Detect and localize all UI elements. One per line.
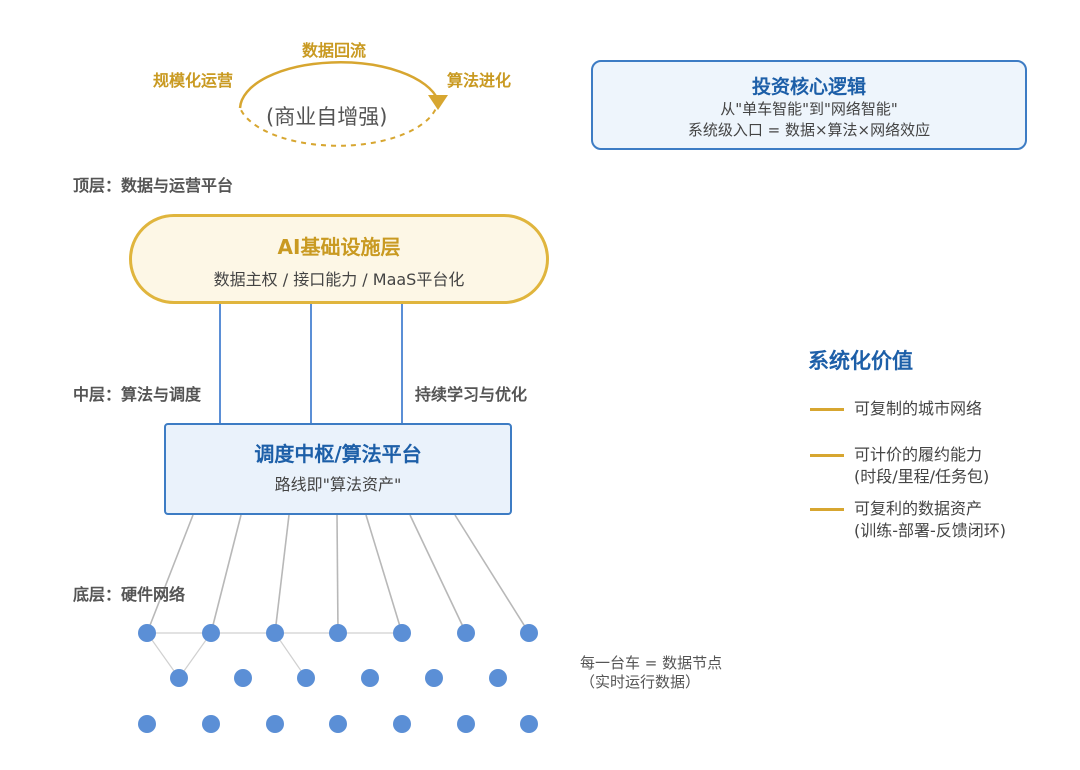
vehicle-node	[361, 669, 379, 687]
vehicle-node	[297, 669, 315, 687]
cycle-loop	[238, 61, 448, 147]
ai-layer-title: AI基础设施层	[277, 235, 401, 259]
mesh-line	[178, 632, 212, 679]
value-item: 可计价的履约能力 (时段/里程/任务包)	[810, 444, 1070, 488]
node-mesh	[146, 632, 402, 679]
investment-line-2: 系统级入口 = 数据×算法×网络效应	[687, 121, 931, 139]
cycle-center-label: (商业自增强)	[266, 105, 388, 129]
value-title: 系统化价值	[808, 349, 913, 373]
vehicle-node	[234, 669, 252, 687]
layer-label-top: 顶层：数据与运营平台	[73, 176, 234, 195]
vehicle-node	[457, 624, 475, 642]
dash-icon	[810, 454, 844, 457]
dash-icon	[810, 508, 844, 511]
dispatch-title: 调度中枢/算法平台	[254, 442, 422, 466]
learning-label: 持续学习与优化	[415, 385, 528, 404]
node-note: 每一台车 = 数据节点 （实时运行数据）	[580, 654, 722, 692]
cycle-label-right: 算法进化	[447, 71, 512, 90]
vehicle-node	[202, 715, 220, 733]
dash-icon	[810, 408, 844, 411]
vehicle-node	[202, 624, 220, 642]
cycle-label-left: 规模化运营	[153, 71, 234, 90]
vehicle-node	[138, 715, 156, 733]
vehicle-node	[266, 715, 284, 733]
investment-logic-box: 投资核心逻辑 从"单车智能"到"网络智能" 系统级入口 = 数据×算法×网络效应	[591, 60, 1027, 150]
fan-line	[454, 514, 530, 634]
vehicle-node	[393, 715, 411, 733]
value-item-note: (训练-部署-反馈闭环)	[854, 521, 1007, 540]
platform-connectors	[219, 304, 403, 423]
node-network	[138, 624, 538, 733]
vehicle-node	[266, 624, 284, 642]
fan-line	[365, 514, 403, 634]
fan-line	[409, 514, 467, 634]
vehicle-node	[457, 715, 475, 733]
dispatch-hub-box: 调度中枢/算法平台 路线即"算法资产"	[164, 423, 512, 515]
cycle-arrow-icon	[428, 95, 448, 110]
vehicle-node	[138, 624, 156, 642]
value-item-label: 可复制的城市网络	[854, 399, 983, 418]
node-note-line-1: 每一台车 = 数据节点	[580, 654, 723, 672]
vehicle-node	[329, 624, 347, 642]
value-item: 可复制的城市网络	[810, 398, 1070, 420]
ai-infrastructure-box: AI基础设施层 数据主权 / 接口能力 / MaaS平台化	[129, 214, 549, 304]
value-item-label: 可计价的履约能力	[854, 445, 983, 464]
fan-line	[274, 514, 290, 634]
investment-title: 投资核心逻辑	[751, 76, 866, 98]
node-note-line-2: （实时运行数据）	[580, 673, 701, 691]
cycle-label-top: 数据回流	[302, 41, 367, 60]
vehicle-node	[520, 715, 538, 733]
cycle-arc-solid	[238, 61, 440, 109]
vehicle-node	[425, 669, 443, 687]
vehicle-node	[520, 624, 538, 642]
cycle-arc-dashed	[239, 99, 439, 147]
vehicle-node	[393, 624, 411, 642]
value-item-label: 可复利的数据资产	[854, 499, 983, 518]
vehicle-node	[489, 669, 507, 687]
value-item: 可复利的数据资产 (训练-部署-反馈闭环)	[810, 498, 1070, 542]
mesh-line	[274, 632, 307, 679]
investment-line-1: 从"单车智能"到"网络智能"	[720, 100, 898, 118]
layer-label-middle: 中层：算法与调度	[73, 385, 202, 404]
value-item-note: (时段/里程/任务包)	[854, 467, 990, 486]
mesh-line	[146, 632, 180, 679]
dispatch-subtitle: 路线即"算法资产"	[274, 475, 402, 494]
fan-line	[210, 514, 242, 634]
fan-line	[146, 514, 194, 634]
vehicle-node	[170, 669, 188, 687]
layer-label-bottom: 底层：硬件网络	[73, 585, 186, 604]
ai-layer-subtitle: 数据主权 / 接口能力 / MaaS平台化	[213, 270, 465, 289]
vehicle-node	[329, 715, 347, 733]
fan-line	[336, 514, 339, 634]
fan-lines	[146, 514, 530, 634]
